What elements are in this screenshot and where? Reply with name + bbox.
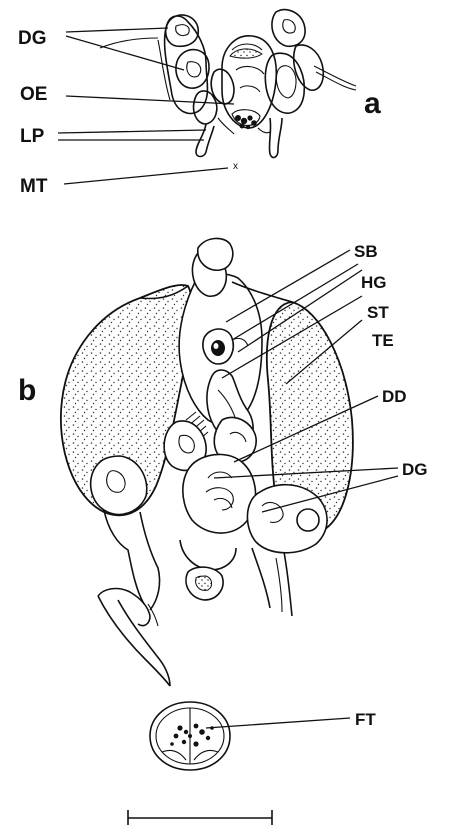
label-sb: SB	[354, 242, 378, 261]
panel-a-letter: a	[364, 87, 381, 120]
panel-a-section: x DG OE LP MT a	[18, 10, 381, 197]
label-hg: HG	[361, 273, 387, 292]
label-te: TE	[372, 331, 394, 350]
label-oe: OE	[20, 84, 47, 105]
label-mt: MT	[20, 176, 48, 197]
mt-marker: x	[233, 161, 238, 172]
label-st: ST	[367, 303, 389, 322]
label-dg-b: DG	[402, 460, 428, 479]
label-dd: DD	[382, 387, 407, 406]
scale-bar	[128, 810, 272, 825]
label-ft: FT	[355, 710, 376, 729]
panel-b-section: SB HG ST TE DD DG FT b	[18, 238, 428, 770]
label-dg-a: DG	[18, 28, 47, 49]
label-lp: LP	[20, 126, 45, 147]
panel-b-letter: b	[18, 374, 36, 407]
